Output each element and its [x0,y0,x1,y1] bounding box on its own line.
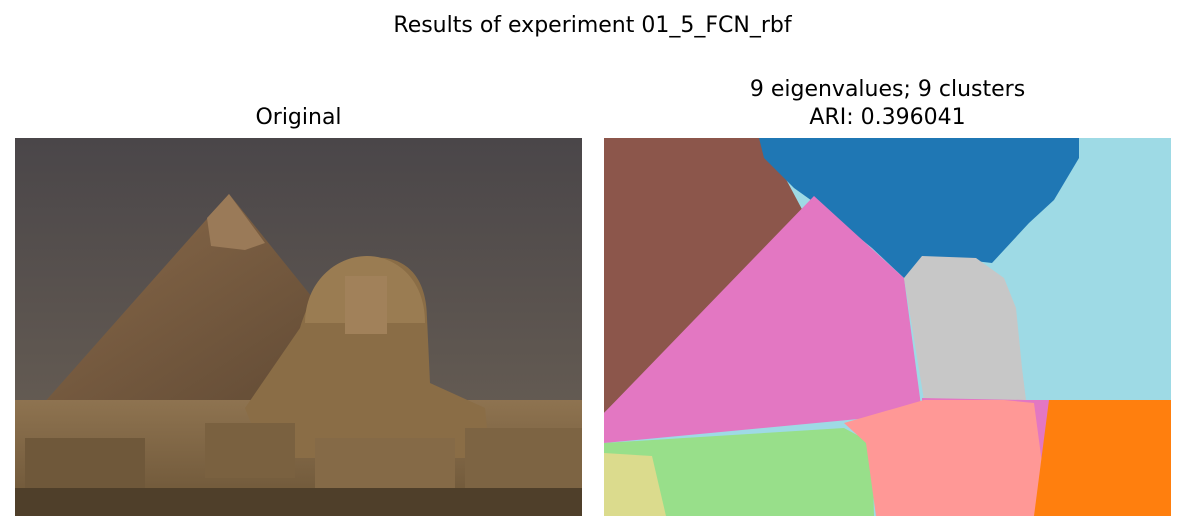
segmentation-title-line1: 9 eigenvalues; 9 clusters [749,77,1026,102]
cluster-region [604,453,666,516]
original-image [15,138,582,516]
cluster-region [604,196,922,443]
rock-block [25,438,145,488]
cluster-region [604,138,804,413]
rock-block [465,428,582,498]
rock-block [205,423,295,478]
segmentation-panel-title: 9 eigenvalues; 9 clusters ARI: 0.396041 [604,76,1171,132]
cluster-region [844,400,1049,516]
segmentation-image [604,138,1171,516]
cluster-region [759,138,1079,278]
sphinx-face [345,276,387,334]
pyramid-cap [207,194,265,250]
cluster-region [1034,400,1171,516]
sphinx-body [245,257,490,458]
figure-suptitle: Results of experiment 01_5_FCN_rbf [393,13,792,38]
segmentation-title-line2: ARI: 0.396041 [809,105,966,130]
cluster-region [904,256,1026,400]
cluster-region [604,428,874,516]
foreground-shadow [15,488,582,516]
original-panel-title: Original [255,105,342,130]
